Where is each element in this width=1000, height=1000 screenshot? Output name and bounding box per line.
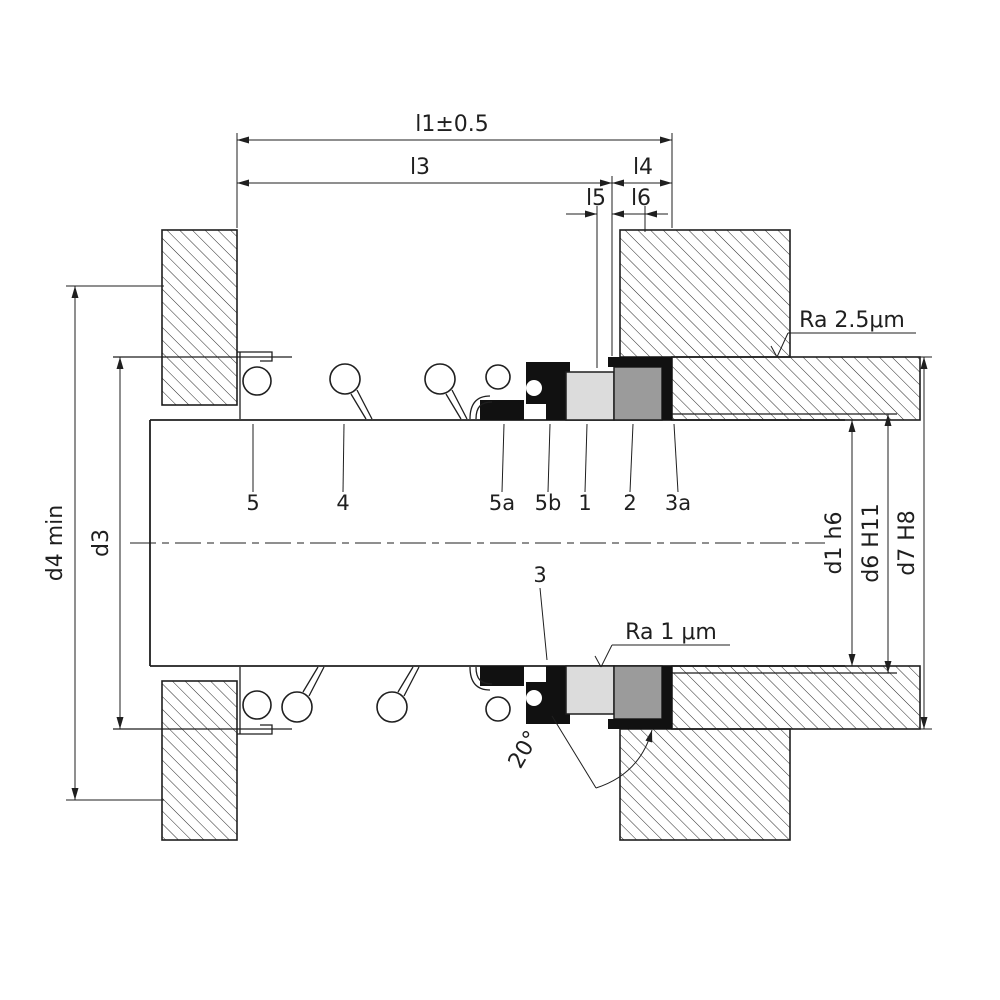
part-2-label: 2 xyxy=(623,491,636,515)
part-3-label: 3 xyxy=(533,563,546,587)
dim-l1-label: l1±0.5 xyxy=(415,112,489,137)
part-5-label: 5 xyxy=(246,491,259,515)
retainer-5a xyxy=(469,395,524,691)
dim-l6-label: l6 xyxy=(631,186,651,211)
surface-finish-top: Ra 2.5μm xyxy=(770,308,916,358)
bellows-tail-bead xyxy=(485,364,511,722)
dim-d1-label: d1 h6 xyxy=(822,512,847,575)
dim-l5-label: l5 xyxy=(586,186,606,211)
ra-mid-label: Ra 1 μm xyxy=(625,620,717,645)
seal-face-ring xyxy=(565,371,615,715)
part-5a-label: 5a xyxy=(489,491,515,515)
ra-top-label: Ra 2.5μm xyxy=(799,308,905,333)
housing-left-lower-section xyxy=(161,680,238,841)
part-1-label: 1 xyxy=(578,491,591,515)
bore-lines xyxy=(113,356,897,730)
part-3a-label: 3a xyxy=(665,491,691,515)
dim-d4-label: d4 min xyxy=(43,505,68,581)
dim-l4-label: l4 xyxy=(633,155,653,180)
drive-collar xyxy=(237,351,273,735)
dimension-right-group: d1 h6 d6 H11 d7 H8 xyxy=(822,356,932,730)
dim-d7-label: d7 H8 xyxy=(895,510,920,576)
gland-flange-top-section xyxy=(619,229,791,358)
dimension-top-group: l1±0.5 l3 l4 l5 l6 xyxy=(236,112,673,368)
surface-finish-mid: Ra 1 μm xyxy=(594,620,730,668)
part-labels: 5 4 5a 5b 1 2 3a 3 xyxy=(246,423,691,661)
dim-d3-label: d3 xyxy=(89,529,114,557)
dim-l3-label: l3 xyxy=(410,155,430,180)
part-4-label: 4 xyxy=(336,491,349,515)
dim-d6-label: d6 H11 xyxy=(859,503,884,583)
gland-flange-bottom-section xyxy=(619,728,791,841)
housing-right-lower-section xyxy=(671,665,921,730)
seat-cup xyxy=(608,357,672,729)
housing-right-upper-section xyxy=(671,356,921,421)
housing-left-upper-section xyxy=(161,229,238,406)
spring-coils xyxy=(281,363,468,723)
dimension-left-group: d4 min d3 xyxy=(43,285,164,801)
angle-20-label: 20° xyxy=(504,727,545,773)
bellows-5b xyxy=(526,362,570,724)
part-5b-label: 5b xyxy=(535,491,562,515)
